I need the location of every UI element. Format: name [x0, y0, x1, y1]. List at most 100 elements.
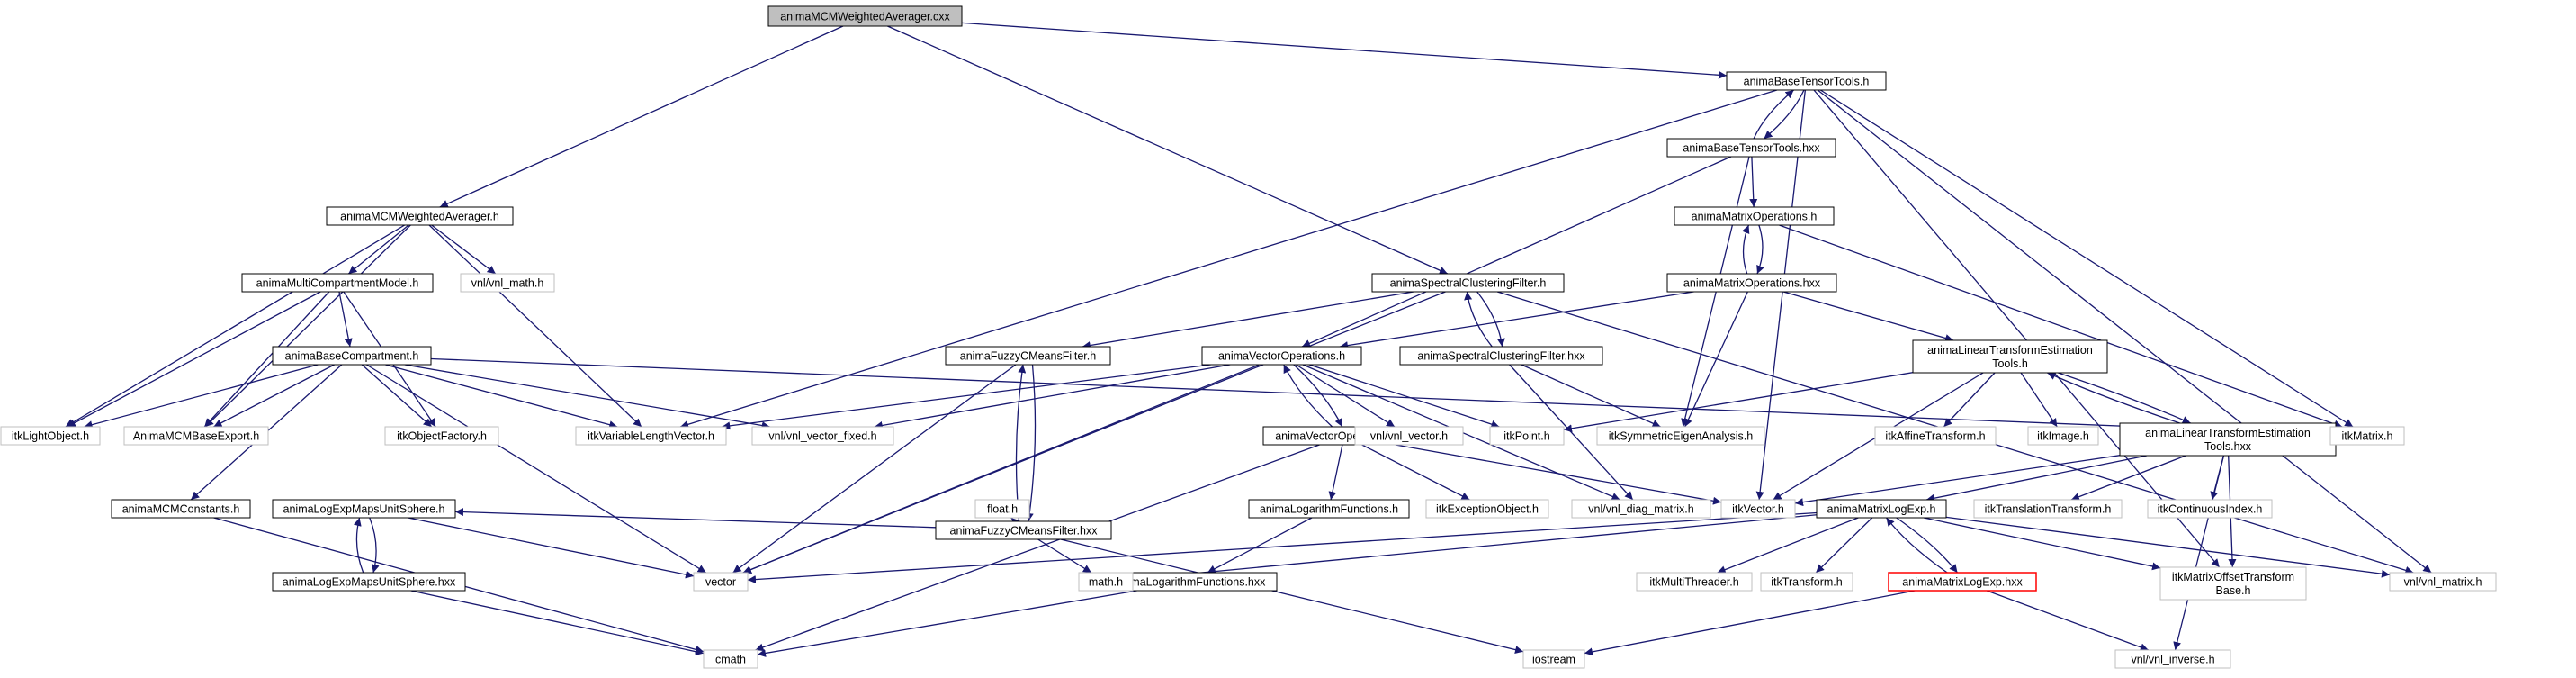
node-label: cmath [715, 654, 746, 666]
node-label: iostream [1532, 654, 1575, 666]
edge-matrixLogExpH-to-vnlMatrix [1945, 516, 2391, 578]
node-label: animaLogExpMapsUnitSphere.hxx [283, 576, 456, 589]
node-itkMultiThreader: itkMultiThreader.h [1636, 572, 1753, 592]
node-matrixLogExpHxx[interactable]: animaMatrixLogExp.hxx [1888, 572, 2037, 592]
node-box [935, 520, 1112, 540]
edge-logarithmFunctionsH-to-logarithmFunctionsHxx [1207, 517, 1313, 574]
edge-fuzzyCMeansFilterH-to-vector [732, 364, 1017, 574]
node-label: vnl/vnl_vector_fixed.h [768, 430, 876, 443]
node-box [1596, 426, 1765, 446]
node-box [1571, 499, 1711, 519]
edge-vectorOperationsH-to-vector [742, 364, 1260, 574]
node-box [1816, 499, 1947, 519]
node-box [1636, 572, 1753, 592]
node-logarithmFunctionsHxx[interactable]: animaLogarithmFunctions.hxx [1103, 572, 1278, 592]
edge-linearTransformEstimationToolsHxx-to-itkTranslationTransform [2070, 455, 2186, 501]
node-matrixOperationsH[interactable]: animaMatrixOperations.h [1674, 206, 1835, 226]
node-vectorOperationsH[interactable]: animaVectorOperations.h [1201, 346, 1362, 366]
node-label: itkVector.h [1732, 503, 1784, 516]
edge-baseCompartmentH-to-itkVariableLengthVector [385, 364, 618, 429]
node-baseTensorToolsHxx[interactable]: animaBaseTensorTools.hxx [1666, 138, 1836, 158]
node-box [1874, 426, 1997, 446]
edge-matrixOperationsH-to-itkMatrix [1779, 224, 2343, 429]
edge-mcmWeightedAveragerH-to-multiCompartmentModelH [347, 224, 409, 275]
node-root[interactable]: animaMCMWeightedAverager.cxx [767, 5, 963, 27]
edge-linearTransformEstimationToolsH-to-itkAffineTransform [1943, 372, 1996, 428]
edge-multiCompartmentModelH-to-itkLightObject [67, 291, 321, 428]
edge-baseTensorToolsHxx-to-vectorOperationsH [1301, 156, 1732, 348]
edge-spectralClusteringFilterHxx-to-spectralClusteringFilterH [1464, 291, 1493, 348]
node-label: itkMatrix.h [2342, 430, 2393, 443]
node-multiCompartmentModelH[interactable]: animaMultiCompartmentModel.h [241, 273, 434, 293]
node-box [1666, 273, 1837, 293]
node-label: animaSpectralClusteringFilter.h [1390, 277, 1547, 290]
node-logarithmFunctionsH[interactable]: animaLogarithmFunctions.h [1248, 499, 1410, 519]
edge-spectralClusteringFilterHxx-to-itkSymmetricEigenAnalysis [1521, 364, 1661, 428]
node-label: itkVariableLengthVector.h [588, 430, 714, 443]
node-itkTransform: itkTransform.h [1760, 572, 1853, 592]
node-box [2147, 499, 2273, 519]
node-matrixOperationsHxx[interactable]: animaMatrixOperations.hxx [1666, 273, 1837, 293]
node-box [326, 206, 514, 226]
node-fuzzyCMeansFilterH[interactable]: animaFuzzyCMeansFilter.h [945, 346, 1111, 366]
edge-baseCompartmentH-to-itkObjectFactory [361, 364, 433, 428]
edge-logarithmFunctionsHxx-to-cmath [757, 590, 1137, 657]
node-label: itkAffineTransform.h [1885, 430, 1985, 443]
node-box [1726, 71, 1887, 91]
node-spectralClusteringFilterH[interactable]: animaSpectralClusteringFilter.h [1371, 273, 1565, 293]
edge-vectorOperationsH-to-itkPoint [1308, 364, 1500, 429]
node-logExpMapsUnitSphereHxx[interactable]: animaLogExpMapsUnitSphere.hxx [272, 572, 466, 592]
node-label: itkLightObject.h [12, 430, 89, 443]
node-mcmWeightedAveragerH[interactable]: animaMCMWeightedAverager.h [326, 206, 514, 226]
edge-baseTensorToolsH-to-itkMatrix [1819, 89, 2354, 428]
node-fuzzyCMeansFilterHxx[interactable]: animaFuzzyCMeansFilter.hxx [935, 520, 1112, 540]
edge-matrixLogExpH-to-mathH [1132, 514, 1818, 583]
node-label: itkExceptionObject.h [1436, 503, 1539, 516]
node-cmath: cmath [703, 649, 758, 669]
node-label: animaMCMWeightedAverager.h [340, 211, 499, 223]
edge-matrixOperationsHxx-to-vectorOperationsH [1339, 291, 1694, 350]
node-vnlInverse: vnl/vnl_inverse.h [2114, 649, 2231, 669]
node-itkVector: itkVector.h [1720, 499, 1796, 519]
edge-root-to-spectralClusteringFilterH [887, 25, 1449, 275]
edge-matrixLogExpH-to-itkMultiThreader [1717, 517, 1859, 574]
node-box [241, 273, 434, 293]
node-label: animaFuzzyCMeansFilter.hxx [950, 525, 1099, 538]
node-label: math.h [1089, 576, 1123, 589]
edge-multiCompartmentModelH-to-mcmBaseExport [203, 291, 330, 428]
node-box [1912, 339, 2108, 374]
node-label: animaLogarithmFunctions.hxx [1116, 576, 1266, 589]
node-box [2329, 426, 2405, 446]
node-box [1888, 572, 2037, 592]
node-baseCompartmentH[interactable]: animaBaseCompartment.h [272, 346, 432, 366]
node-logExpMapsUnitSphereH[interactable]: animaLogExpMapsUnitSphere.h [272, 499, 456, 519]
node-box [1399, 346, 1603, 366]
node-itkLightObject: itkLightObject.h [0, 426, 101, 446]
edge-spectralClusteringFilterH-to-spectralClusteringFilterHxx [1476, 291, 1505, 348]
node-spectralClusteringFilterHxx[interactable]: animaSpectralClusteringFilter.hxx [1399, 346, 1603, 366]
edge-matrixLogExpHxx-to-matrixLogExpH [1885, 517, 1948, 574]
node-label: animaMultiCompartmentModel.h [256, 277, 419, 290]
node-mcmConstantsH[interactable]: animaMCMConstants.h [111, 499, 251, 519]
node-label: animaLogarithmFunctions.h [1260, 503, 1398, 516]
node-box [1720, 499, 1796, 519]
edge-vectorOperationsHxx-to-itkExceptionObject [1361, 444, 1470, 501]
edge-matrixLogExpHxx-to-iostream [1584, 590, 1916, 656]
node-itkTranslationTransform: itkTranslationTransform.h [1973, 499, 2123, 519]
node-vector: vector [693, 572, 749, 592]
node-label: animaBaseTensorTools.h [1744, 76, 1870, 88]
node-box [2159, 566, 2307, 601]
node-label: float.h [987, 503, 1018, 516]
edge-vectorOperationsH-to-vnlVector [1296, 364, 1396, 428]
node-box [111, 499, 251, 519]
edge-fuzzyCMeansFilterHxx-to-floatH [1010, 517, 1020, 527]
node-label: animaLogExpMapsUnitSphere.h [283, 503, 445, 516]
node-label: itkObjectFactory.h [397, 430, 487, 443]
node-matrixLogExpH[interactable]: animaMatrixLogExp.h [1816, 499, 1947, 519]
node-baseTensorToolsH[interactable]: animaBaseTensorTools.h [1726, 71, 1887, 91]
node-label: vnl/vnl_vector.h [1370, 430, 1448, 443]
node-label: vnl/vnl_matrix.h [2404, 576, 2482, 589]
